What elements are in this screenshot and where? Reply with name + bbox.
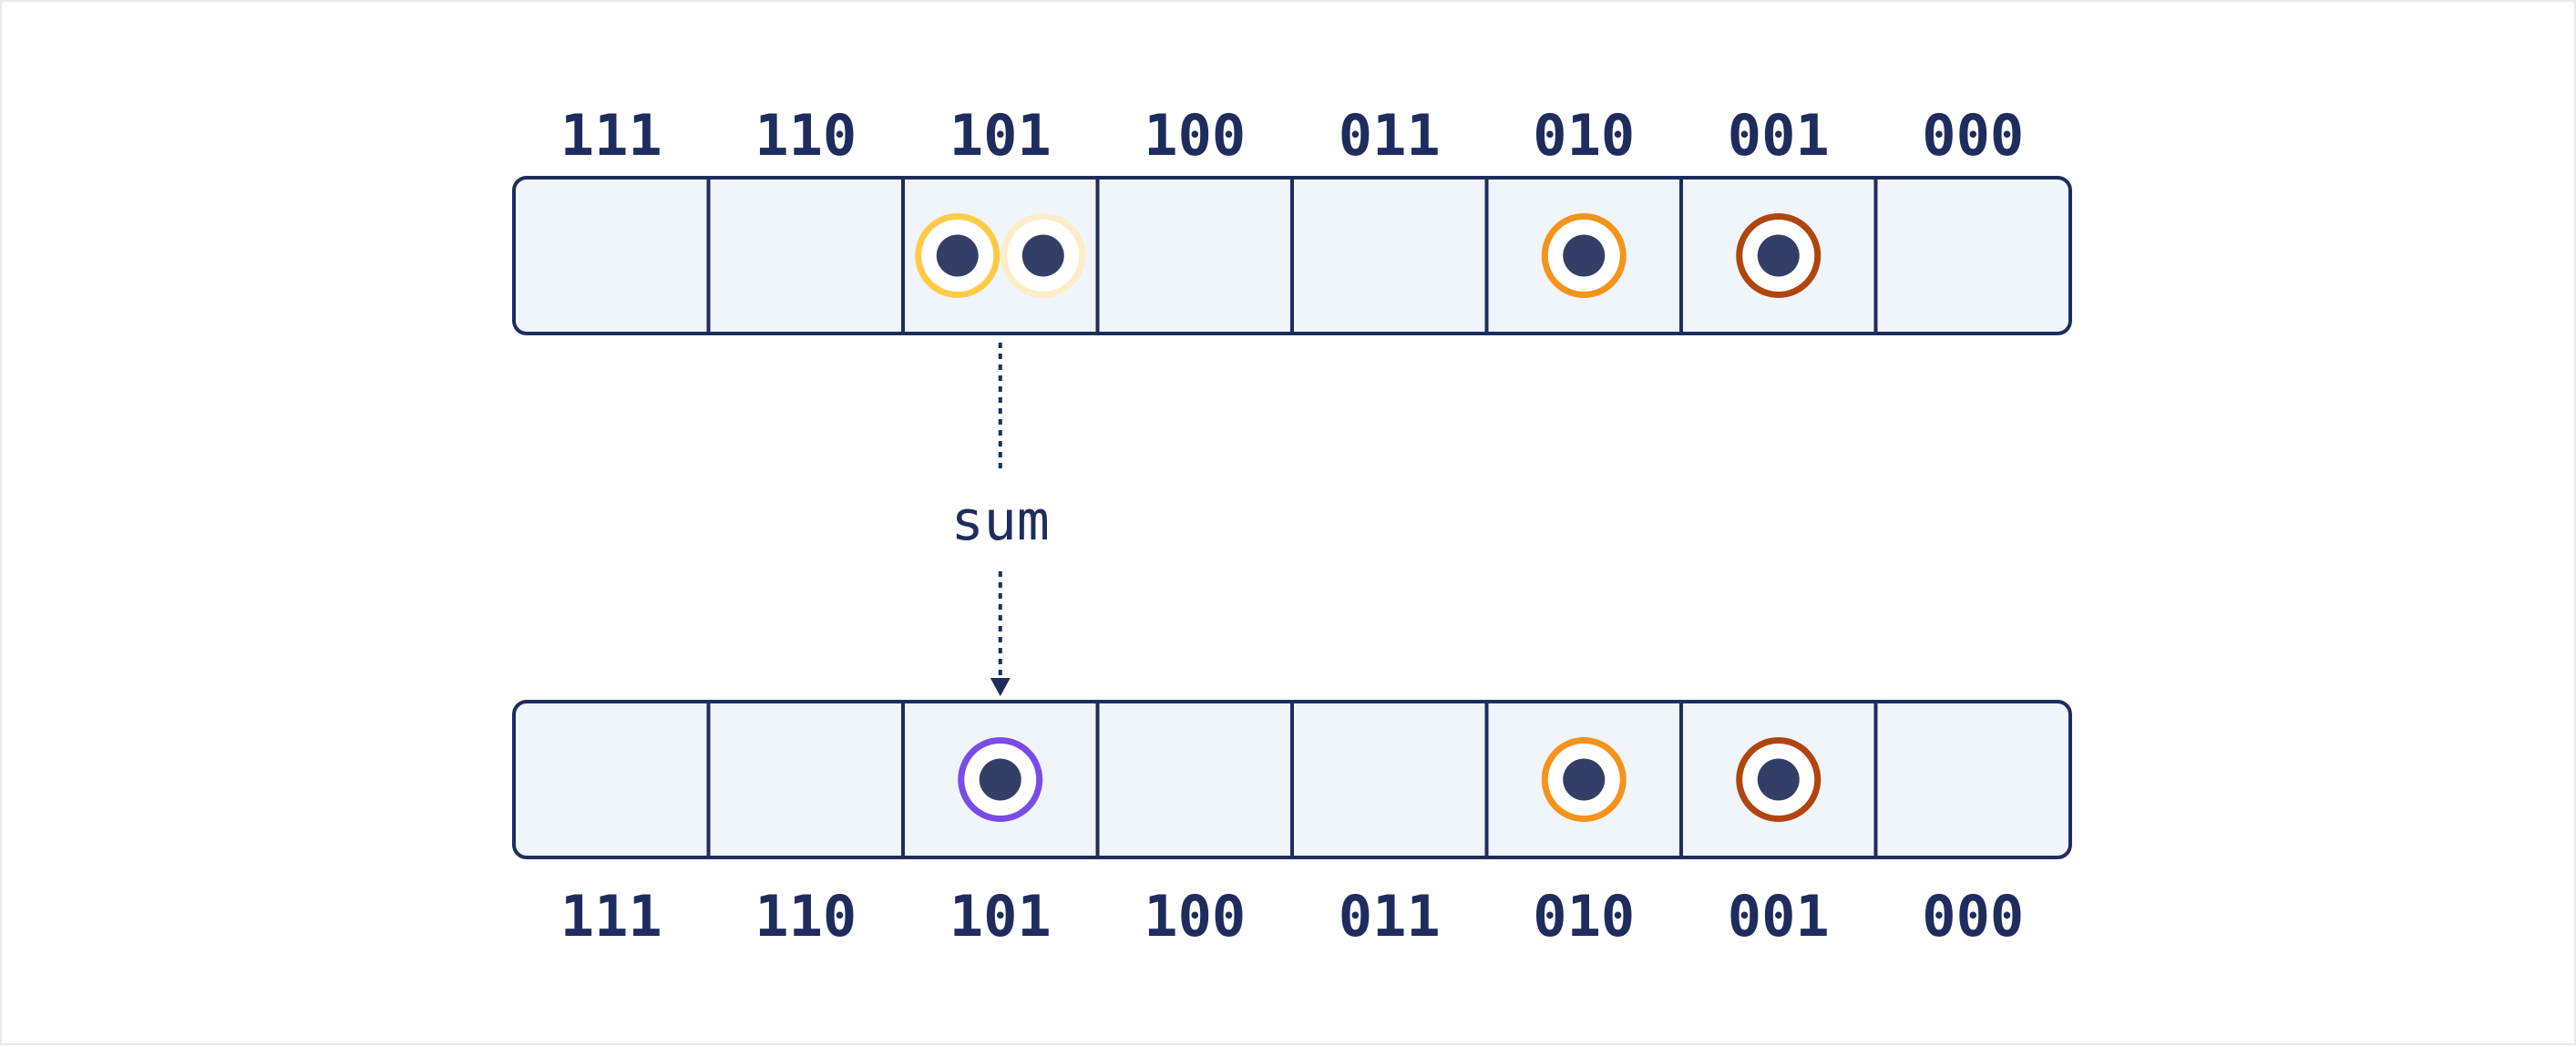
connector-arrowhead xyxy=(990,678,1011,696)
bottom-label-110: 110 xyxy=(754,883,857,949)
bottom-cell-111 xyxy=(514,702,709,857)
top-label-101: 101 xyxy=(949,102,1052,169)
top-cell-011 xyxy=(1292,178,1487,334)
sum-label: sum xyxy=(951,489,1050,553)
top-label-000: 000 xyxy=(1922,102,2024,169)
bottom-label-010: 010 xyxy=(1533,883,1635,949)
top-cell-111 xyxy=(514,178,709,334)
top-cell-000 xyxy=(1875,178,2070,334)
bottom-bit-labels: 111 110 101 100 011 010 001 000 xyxy=(560,883,2024,949)
bottom-cell-110 xyxy=(708,702,903,857)
bottom-label-000: 000 xyxy=(1922,883,2024,949)
bottom-array xyxy=(512,700,2072,859)
bottom-label-001: 001 xyxy=(1728,883,1830,949)
top-bit-labels: 111 110 101 100 011 010 001 000 xyxy=(560,102,2024,169)
bottom-cell-011 xyxy=(1292,702,1487,857)
dot-icon xyxy=(1021,234,1064,277)
dot-icon xyxy=(1563,234,1606,277)
bottom-cell-100 xyxy=(1097,702,1292,857)
top-array xyxy=(512,176,2072,335)
top-item-101-a xyxy=(915,213,1001,298)
dot-icon xyxy=(1757,234,1800,277)
bottom-label-100: 100 xyxy=(1144,883,1246,949)
top-item-101-b xyxy=(1001,213,1086,298)
dot-icon xyxy=(1563,758,1606,801)
dot-icon xyxy=(1757,758,1800,801)
dot-icon xyxy=(979,758,1021,801)
top-label-010: 010 xyxy=(1533,102,1635,169)
bottom-label-111: 111 xyxy=(560,883,662,949)
top-cell-100 xyxy=(1097,178,1292,334)
top-cell-110 xyxy=(708,178,903,334)
bottom-label-011: 011 xyxy=(1339,883,1441,949)
top-label-110: 110 xyxy=(754,102,857,169)
top-label-100: 100 xyxy=(1144,102,1246,169)
dot-icon xyxy=(936,234,979,277)
top-label-011: 011 xyxy=(1339,102,1441,169)
top-label-001: 001 xyxy=(1728,102,1830,169)
top-label-111: 111 xyxy=(560,102,662,169)
top-item-001 xyxy=(1736,213,1822,298)
top-item-010 xyxy=(1541,213,1627,298)
bottom-cell-000 xyxy=(1875,702,2070,857)
bottom-label-101: 101 xyxy=(949,883,1052,949)
sum-connector: sum xyxy=(951,343,1050,696)
bottom-item-101 xyxy=(958,737,1043,822)
bottom-item-001 xyxy=(1736,737,1822,822)
bottom-item-010 xyxy=(1541,737,1627,822)
